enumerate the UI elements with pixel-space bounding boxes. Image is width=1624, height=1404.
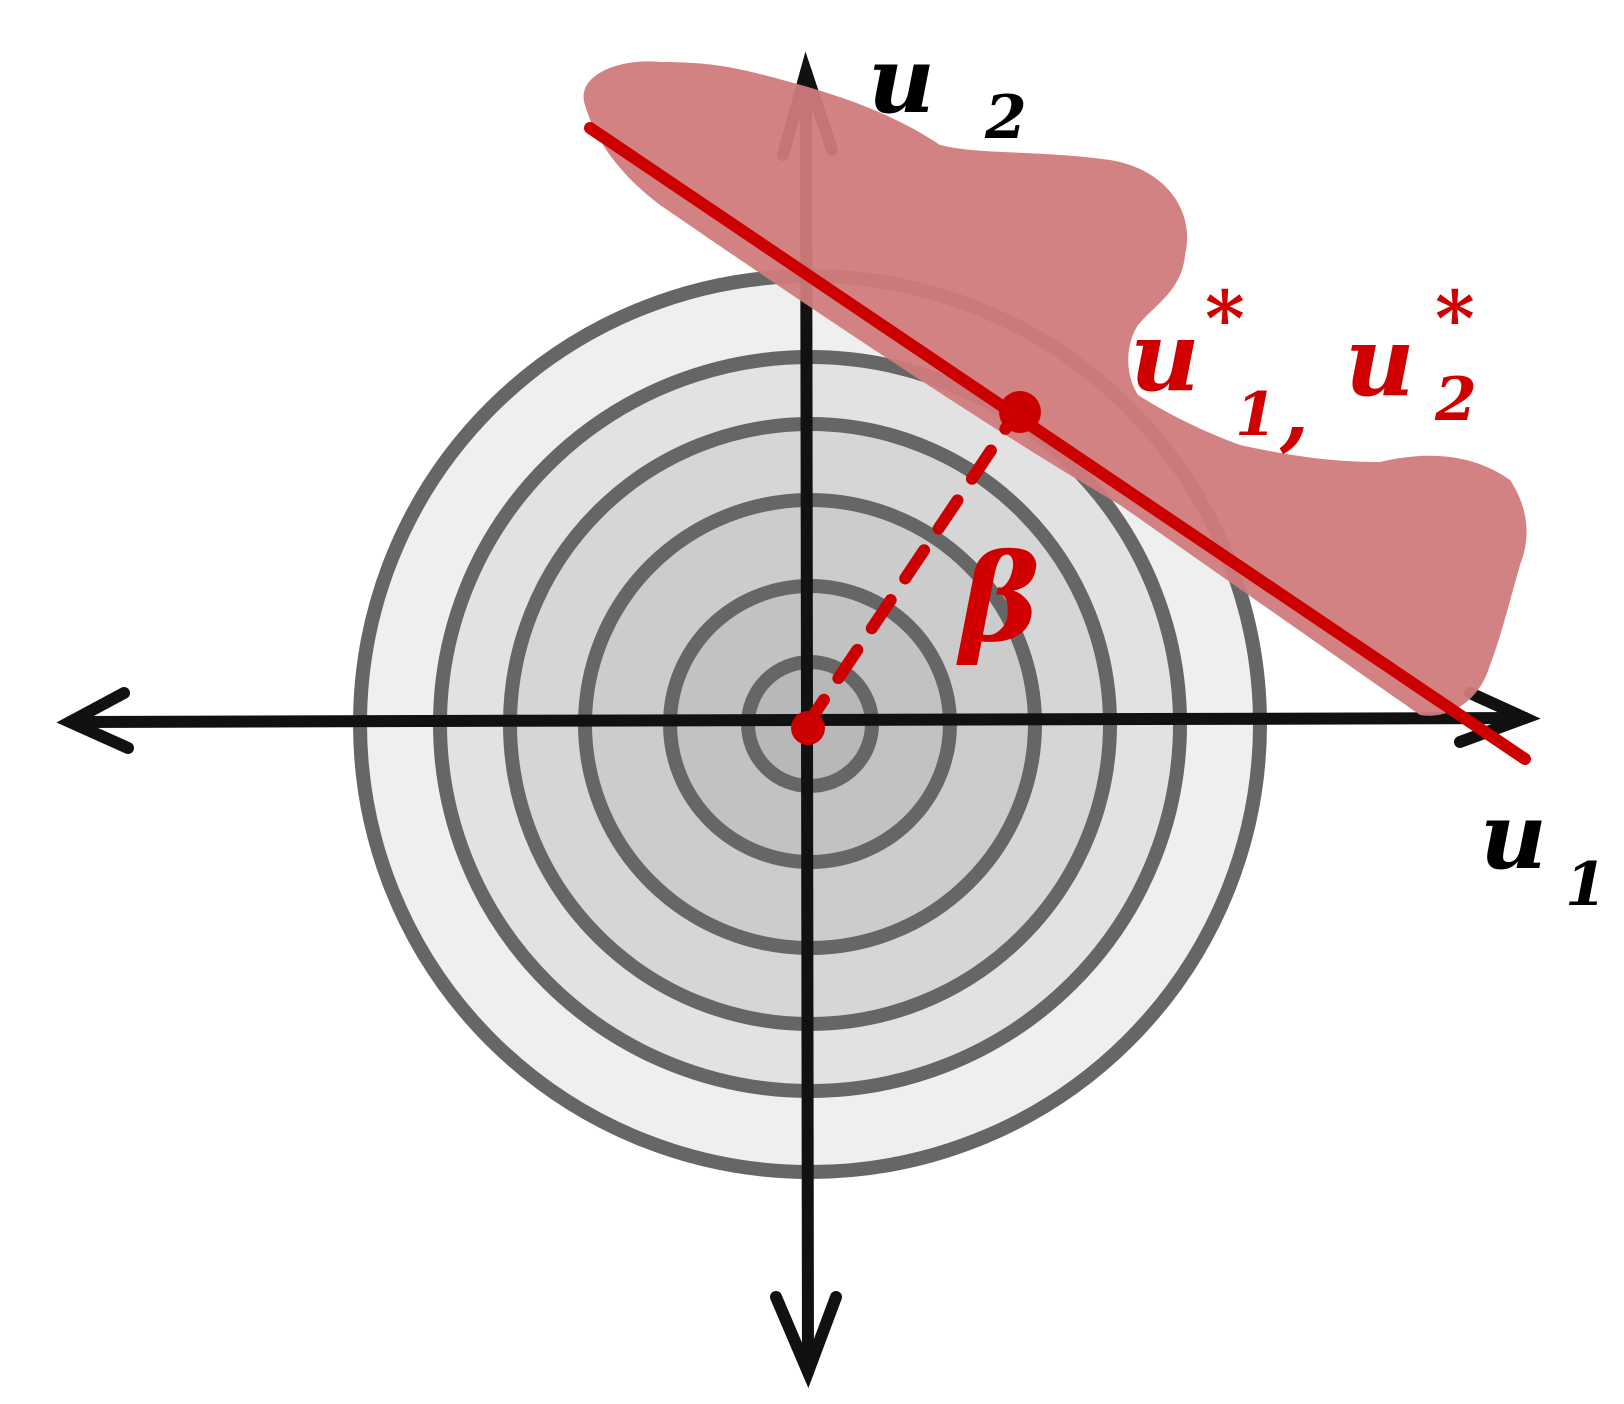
u1-axis-label: u bbox=[1480, 782, 1547, 890]
u1-axis-subscript: 1 bbox=[1565, 850, 1607, 920]
origin-point bbox=[791, 711, 825, 745]
design-point-u2-label: u bbox=[1345, 305, 1415, 418]
beta-distance-line bbox=[799, 404, 1024, 734]
arrow-left-icon bbox=[56, 687, 134, 754]
failure-region bbox=[583, 61, 1527, 716]
limit-state-line bbox=[584, 122, 1531, 765]
beta-label: β bbox=[956, 528, 1040, 669]
arrow-down-icon bbox=[770, 1291, 842, 1389]
design-point-u2-sub: 2 bbox=[1434, 365, 1477, 435]
design-point-comma: , bbox=[1279, 361, 1309, 460]
design-point-u1-label: u bbox=[1130, 300, 1200, 413]
design-point-u2-sup: * bbox=[1435, 274, 1475, 363]
design-point bbox=[999, 391, 1041, 433]
design-point-u1-sub: 1 bbox=[1235, 380, 1277, 450]
design-point-u1-sup: * bbox=[1205, 274, 1245, 363]
u2-axis-subscript: 2 bbox=[984, 83, 1027, 153]
u2-axis-label: u bbox=[868, 26, 935, 134]
